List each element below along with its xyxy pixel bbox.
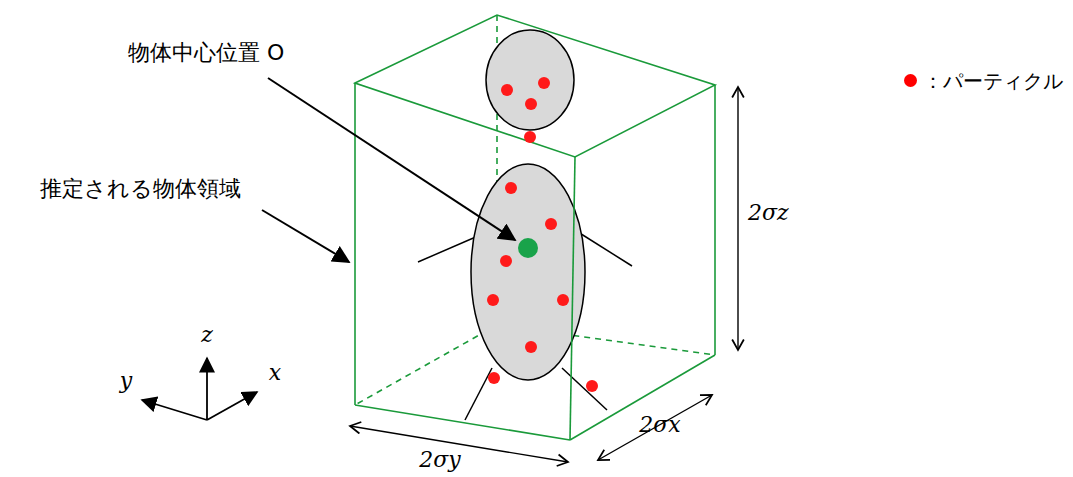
dimension-label: 2σz bbox=[748, 200, 789, 226]
object-region-box bbox=[355, 15, 715, 440]
dimension-label: 2σy bbox=[419, 447, 460, 473]
legend: ：パーティクル bbox=[904, 68, 1063, 95]
dimension-arrows bbox=[350, 87, 738, 462]
legend-swatch bbox=[904, 74, 917, 87]
leader-lines bbox=[262, 78, 515, 262]
legend-text: ：パーティクル bbox=[923, 68, 1063, 95]
axis-label: x bbox=[269, 360, 281, 386]
legend-item: ：パーティクル bbox=[904, 68, 1063, 95]
axes bbox=[142, 358, 257, 420]
axis-label: z bbox=[201, 322, 213, 348]
axis-label: y bbox=[120, 368, 132, 394]
hidden-edges bbox=[355, 15, 715, 405]
callout-label: 推定される物体領域 bbox=[40, 176, 241, 202]
particles bbox=[487, 77, 598, 392]
figure bbox=[418, 30, 632, 420]
callout-label: 物体中心位置 O bbox=[128, 40, 284, 66]
dimension-label: 2σx bbox=[639, 412, 680, 438]
center-point bbox=[518, 238, 538, 258]
